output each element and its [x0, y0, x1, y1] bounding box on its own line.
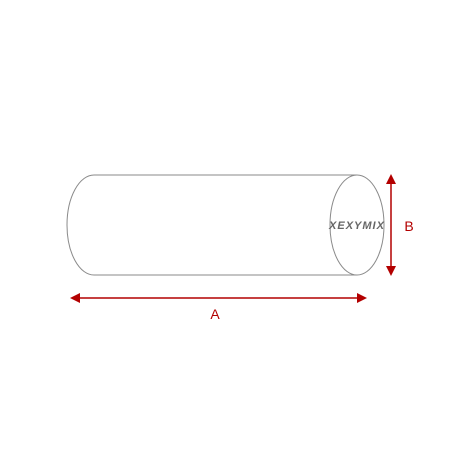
dimension-b-label: B: [404, 218, 413, 234]
cylinder-body: XEXYMIX: [66, 174, 385, 276]
dimension-a: A: [70, 293, 367, 322]
dimension-a-label: A: [210, 306, 220, 322]
dimension-b-top-arrow-icon: [386, 174, 396, 184]
dimension-a-left-arrow-icon: [70, 293, 80, 303]
brand-logo-text: XEXYMIX: [328, 220, 385, 232]
dimension-b: B: [386, 174, 414, 276]
cylinder-left-end: [66, 174, 95, 276]
dimension-a-right-arrow-icon: [357, 293, 367, 303]
cylinder-front-face: [329, 174, 385, 276]
dimension-b-bottom-arrow-icon: [386, 266, 396, 276]
